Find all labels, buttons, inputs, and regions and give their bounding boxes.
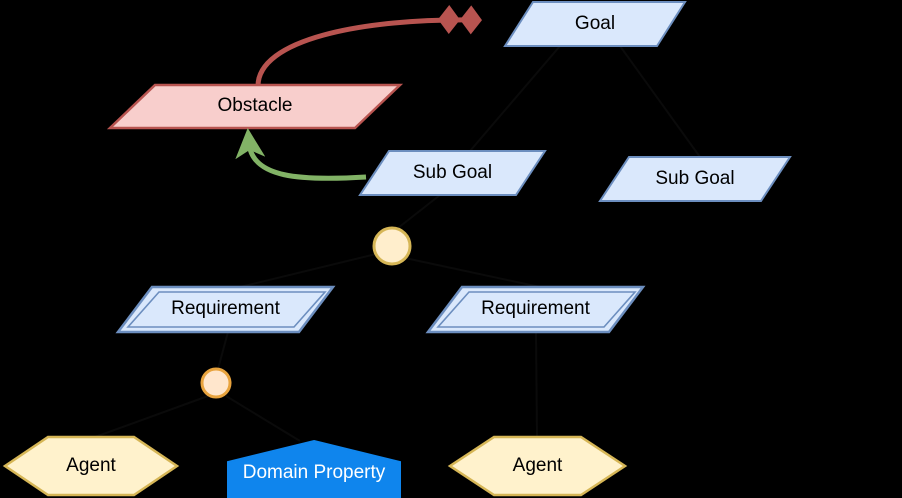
edge-obstruction-link[interactable] xyxy=(255,5,482,87)
edge-goal-to-subgoal-left[interactable] xyxy=(469,45,561,152)
node-agent-left[interactable] xyxy=(2,435,180,497)
node-subgoal-right[interactable] xyxy=(598,156,792,202)
node-obstacle[interactable] xyxy=(106,83,404,130)
edge-circle-to-requirement-right[interactable] xyxy=(404,257,541,288)
edge-goal-to-subgoal-right[interactable] xyxy=(619,45,701,158)
node-requirement-left[interactable] xyxy=(115,285,336,334)
edge-circle-to-requirement-left[interactable] xyxy=(239,253,377,288)
edge-circle2-to-agent-left[interactable] xyxy=(94,395,209,438)
node-subgoal-left[interactable] xyxy=(358,150,547,196)
edge-circle2-to-domain-property[interactable] xyxy=(225,395,301,442)
edge-subgoal-to-circle[interactable] xyxy=(397,194,441,229)
node-agent-right[interactable] xyxy=(447,435,628,497)
node-refinement-circle-upper[interactable] xyxy=(372,226,412,266)
node-goal[interactable] xyxy=(503,1,687,47)
connector-lines xyxy=(94,45,701,442)
edge-requirement-right-to-agent-right[interactable] xyxy=(535,331,538,438)
edge-requirement-left-to-circle2[interactable] xyxy=(217,331,229,370)
node-requirement-right[interactable] xyxy=(425,285,646,334)
node-domain-property[interactable] xyxy=(227,439,401,498)
node-refinement-circle-lower[interactable] xyxy=(200,367,232,399)
edge-resolution-link[interactable] xyxy=(235,128,367,181)
